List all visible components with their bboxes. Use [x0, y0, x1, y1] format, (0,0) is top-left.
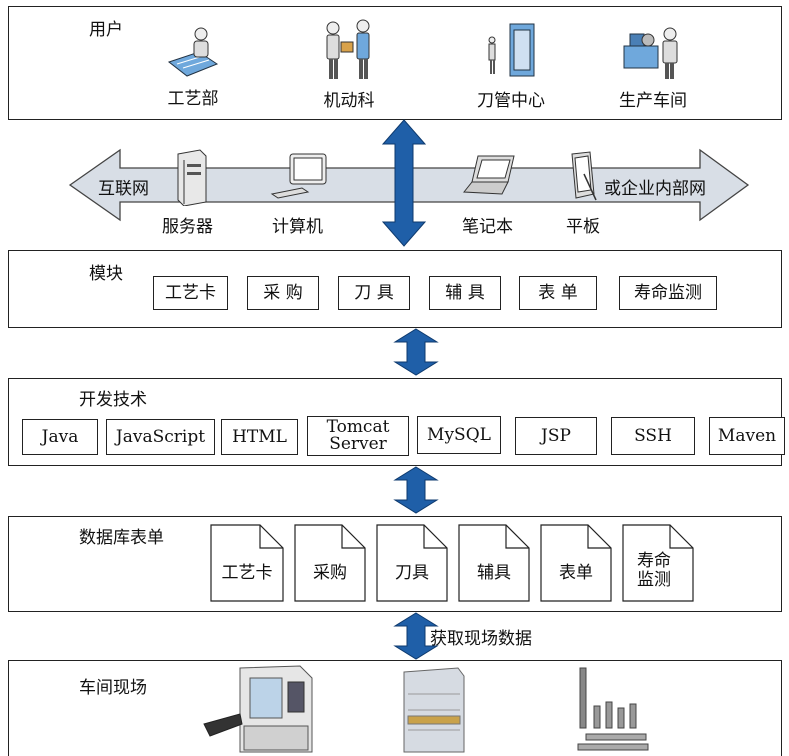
user-label: 机动科	[323, 91, 375, 111]
workshop-layer: 车间现场	[8, 660, 782, 756]
users-title: 用户	[89, 20, 123, 40]
module-process-card: 工艺卡	[153, 276, 228, 310]
tech-title: 开发技术	[79, 390, 147, 410]
tech-tomcat-server: Tomcat Server	[307, 416, 409, 456]
cutting-tools-image	[577, 667, 649, 751]
user-label: 生产车间	[619, 91, 687, 111]
document-icon	[540, 524, 612, 602]
tech-jsp: JSP	[515, 417, 597, 455]
db-doc-process-card: 工艺卡	[210, 524, 284, 602]
module-purchase: 采 购	[247, 276, 319, 310]
db-doc-label: 工艺卡	[221, 563, 273, 583]
tech-java: Java	[22, 419, 98, 455]
document-icon	[458, 524, 530, 602]
db-doc-label: 寿命监测	[637, 551, 671, 590]
acquire-data-label: 获取现场数据	[430, 629, 532, 649]
document-icon	[376, 524, 448, 602]
device-label: 计算机	[272, 217, 323, 237]
db-doc-cutting-tools: 刀具	[376, 524, 448, 602]
module-forms: 表 单	[519, 276, 597, 310]
module-cutting-tools: 刀 具	[338, 276, 410, 310]
modules-title: 模块	[89, 264, 123, 284]
db-doc-purchase: 采购	[294, 524, 366, 602]
db-doc-fixtures: 辅具	[458, 524, 530, 602]
tech-ssh: SSH	[611, 417, 695, 455]
internet-label: 互联网	[98, 179, 149, 199]
user-label: 工艺部	[167, 89, 219, 109]
tool-cabinet-icon	[488, 23, 535, 77]
desktop-computer-icon	[270, 153, 327, 199]
tech-javascript: JavaScript	[106, 419, 215, 455]
tech-mysql: MySQL	[417, 416, 501, 454]
people-exchange-icon	[326, 19, 370, 79]
tech-html: HTML	[221, 419, 298, 455]
laptop-icon	[463, 155, 515, 195]
tablet-icon	[571, 151, 597, 201]
tool-storage-cabinet-image	[403, 667, 465, 753]
intranet-label: 或企业内部网	[604, 179, 706, 199]
user-mech-dept: 机动科	[294, 18, 404, 111]
database-title: 数据库表单	[79, 528, 164, 548]
workshop-title: 车间现场	[79, 678, 147, 698]
double-arrow-icon	[393, 466, 439, 514]
user-tool-center: 刀管中心	[456, 20, 566, 111]
double-arrow-icon	[381, 119, 427, 247]
db-doc-label: 刀具	[395, 563, 429, 583]
user-craft-dept: 工艺部	[138, 22, 248, 109]
cnc-machine-image	[203, 665, 313, 753]
server-icon	[177, 149, 207, 206]
device-label: 服务器	[162, 217, 213, 237]
worker-machine-icon	[623, 27, 678, 79]
double-arrow-icon	[393, 328, 439, 376]
user-label: 刀管中心	[477, 91, 545, 111]
tech-maven: Maven	[709, 417, 785, 455]
module-life-monitoring: 寿命监测	[619, 276, 717, 310]
module-fixtures: 辅 具	[429, 276, 501, 310]
double-arrow-icon	[393, 612, 439, 660]
user-workshop: 生产车间	[598, 20, 708, 111]
document-icon	[210, 524, 284, 602]
db-doc-forms: 表单	[540, 524, 612, 602]
device-label: 笔记本	[462, 217, 513, 237]
document-icon	[622, 524, 694, 602]
document-icon	[294, 524, 366, 602]
db-doc-life-monitoring: 寿命监测	[622, 524, 694, 602]
db-doc-label: 辅具	[477, 563, 511, 583]
designer-icon	[167, 27, 219, 77]
db-doc-label: 表单	[559, 563, 593, 583]
db-doc-label: 采购	[313, 563, 347, 583]
device-label: 平板	[566, 217, 600, 237]
